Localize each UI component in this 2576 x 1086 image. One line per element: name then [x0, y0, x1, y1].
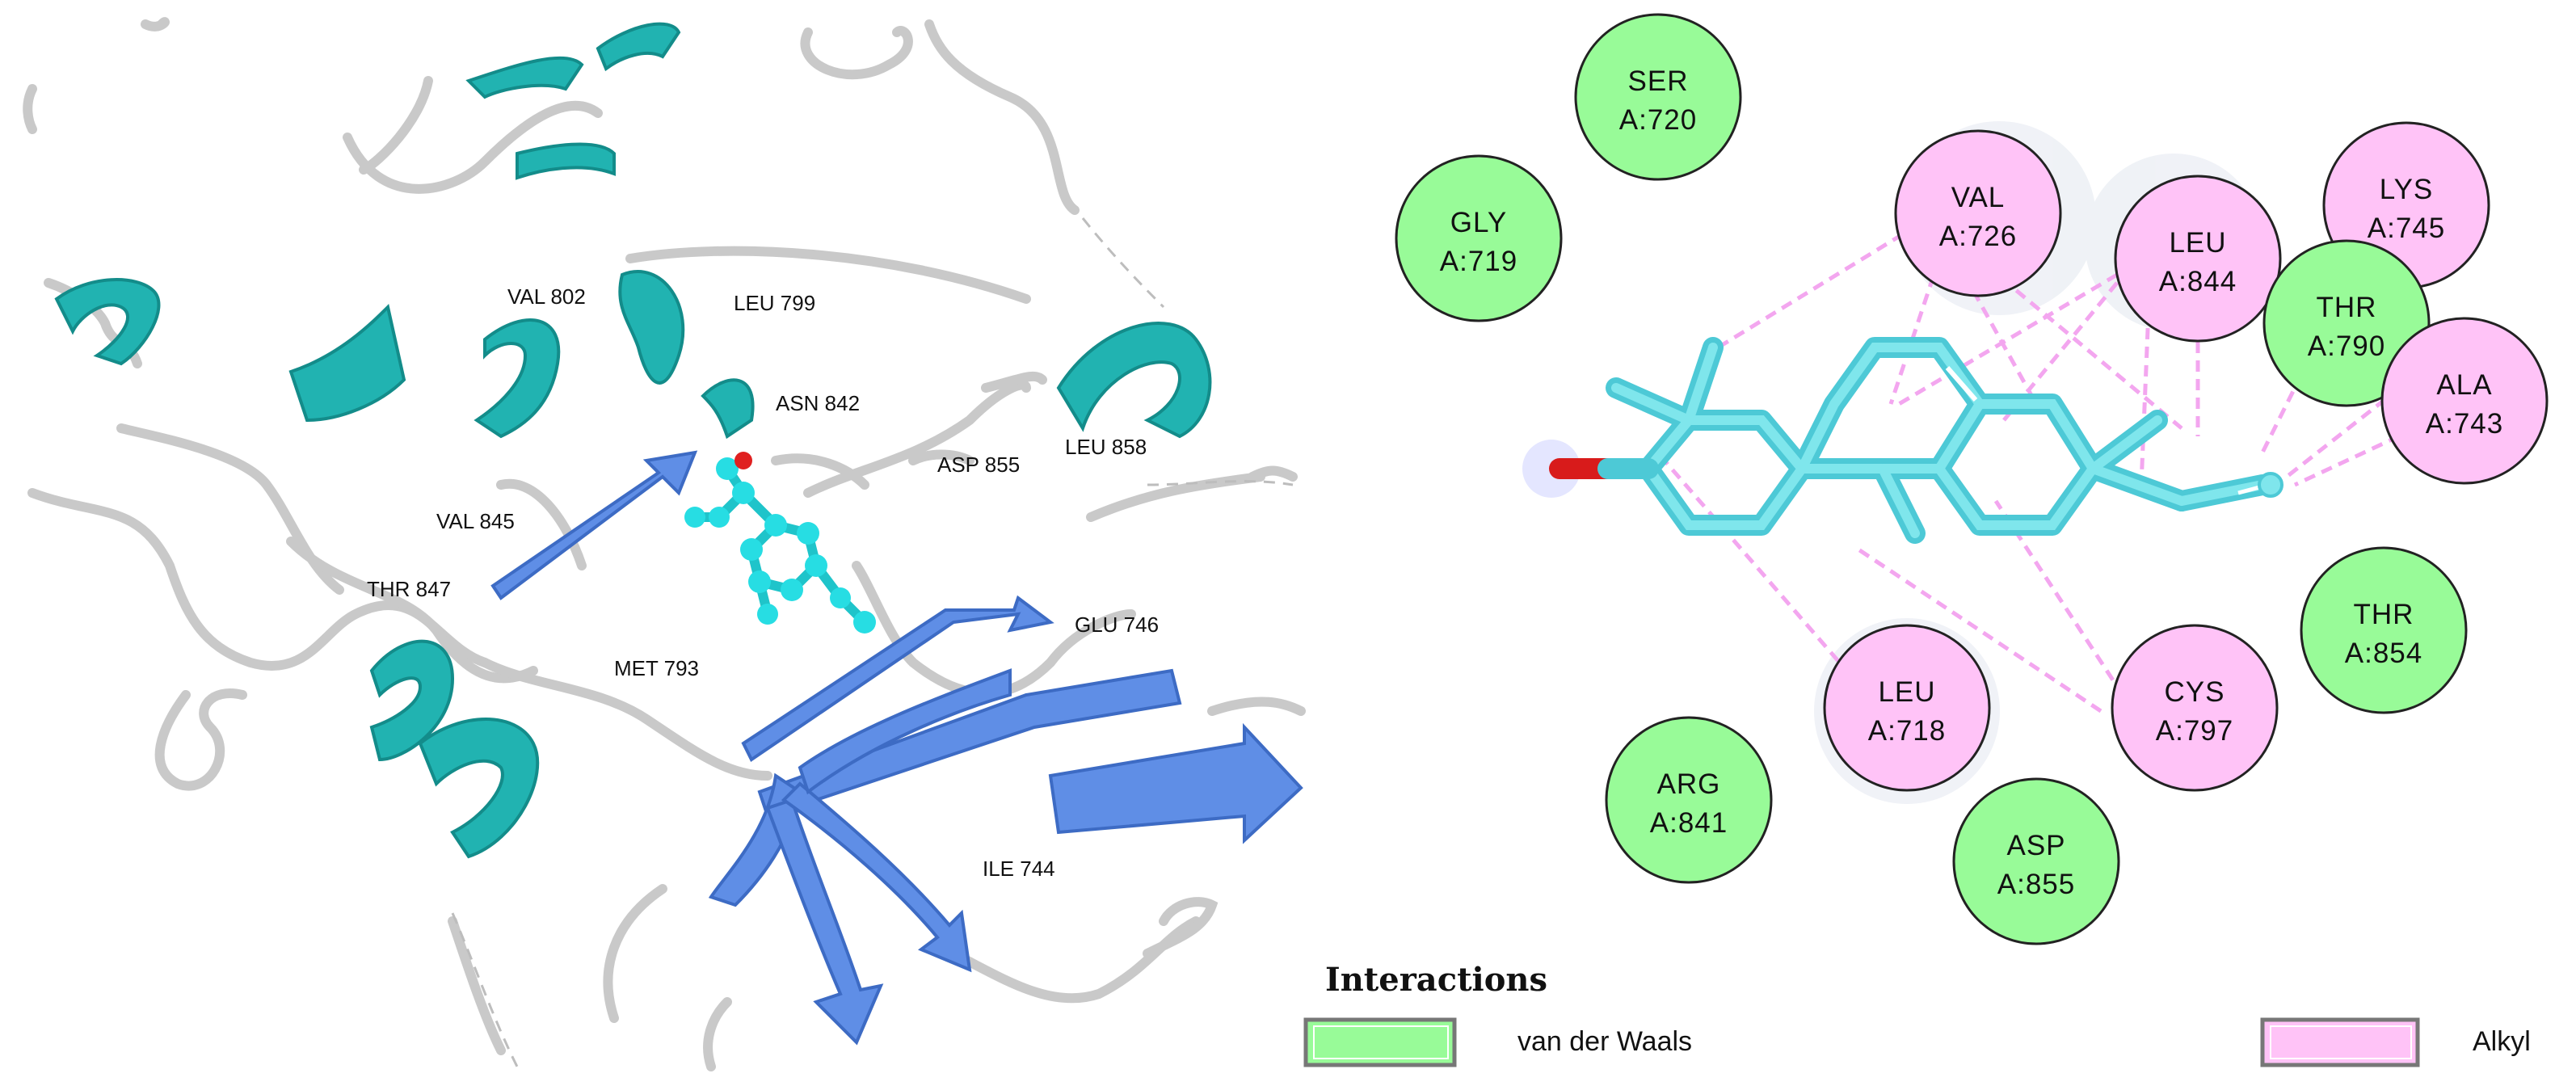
label-thr-847: THR 847 [367, 577, 451, 601]
svg-text:A:745: A:745 [2368, 213, 2445, 244]
residue-arg-841: ARG A:841 [1605, 716, 1773, 884]
interaction-map-2d: SER A:720 GLY A:719 VAL A:726 LEU A:844 … [1303, 13, 2549, 1067]
legend-title: Interactions [1325, 961, 1547, 999]
residue-discs: SER A:720 GLY A:719 VAL A:726 LEU A:844 … [1395, 13, 2549, 945]
svg-text:A:797: A:797 [2156, 715, 2233, 747]
interaction-legend: Interactions van der Waals Alkyl [1303, 961, 2531, 1067]
residue-thr-790: THR A:790 [2262, 239, 2431, 407]
label-met-793: MET 793 [614, 656, 699, 680]
svg-text:LEU: LEU [1878, 676, 1935, 708]
residue-ser-720: SER A:720 [1574, 13, 1742, 181]
svg-text:VAL: VAL [1951, 182, 2006, 213]
svg-text:ALA: ALA [2436, 369, 2492, 401]
label-asp-855: ASP 855 [937, 452, 1020, 477]
residue-cys-797: CYS A:797 [2111, 624, 2279, 792]
svg-text:SER: SER [1628, 65, 1689, 97]
ligand-2d [1522, 337, 2283, 544]
residue-val-726: VAL A:726 [1894, 129, 2062, 297]
legend-item-vdw: van der Waals [1303, 1017, 1692, 1067]
label-asn-842: ASN 842 [776, 391, 860, 415]
svg-text:A:841: A:841 [1650, 807, 1728, 839]
alkyl-interaction-lines [1663, 222, 2418, 713]
svg-text:A:854: A:854 [2345, 638, 2422, 669]
helix-ribbons [54, 22, 1212, 859]
svg-text:CYS: CYS [2165, 676, 2225, 708]
svg-text:A:855: A:855 [1997, 869, 2075, 900]
svg-text:LYS: LYS [2380, 174, 2434, 205]
residue-asp-855: ASP A:855 [1952, 777, 2120, 945]
legend-label-vdw: van der Waals [1517, 1026, 1692, 1057]
residue-leu-718: LEU A:718 [1823, 624, 1991, 792]
svg-text:A:844: A:844 [2159, 266, 2237, 297]
svg-text:A:726: A:726 [1939, 221, 2017, 252]
legend-label-alkyl: Alkyl [2473, 1026, 2531, 1057]
ligand-3d [684, 452, 876, 634]
label-leu-799: LEU 799 [734, 291, 815, 315]
label-glu-746: GLU 746 [1075, 612, 1159, 637]
chain-gaps [451, 217, 1294, 1067]
svg-text:ARG: ARG [1657, 768, 1721, 800]
label-val-845: VAL 845 [436, 509, 515, 533]
svg-text:A:718: A:718 [1868, 715, 1946, 747]
svg-text:ASP: ASP [2006, 830, 2065, 861]
svg-text:A:719: A:719 [1440, 246, 1517, 277]
residue-leu-844: LEU A:844 [2114, 175, 2282, 343]
protein-residue-labels: VAL 802 LEU 799 ASN 842 ASP 855 LEU 858 … [367, 284, 1159, 881]
svg-text:GLY: GLY [1450, 207, 1507, 238]
residue-gly-719: GLY A:719 [1395, 154, 1563, 322]
coil-loops [23, 17, 1306, 1071]
svg-text:THR: THR [2317, 292, 2377, 323]
svg-text:LEU: LEU [2169, 227, 2226, 259]
label-ile-744: ILE 744 [983, 857, 1055, 881]
sheet-arrows [490, 450, 1303, 1046]
label-leu-858: LEU 858 [1065, 435, 1147, 459]
svg-text:A:743: A:743 [2426, 408, 2503, 440]
svg-text:A:790: A:790 [2308, 330, 2385, 362]
residue-ala-743: ALA A:743 [2380, 317, 2549, 485]
svg-text:THR: THR [2354, 599, 2414, 630]
legend-item-alkyl: Alkyl [2260, 1017, 2531, 1067]
protein-3d-view: VAL 802 LEU 799 ASN 842 ASP 855 LEU 858 … [23, 17, 1306, 1071]
residue-thr-854: THR A:854 [2300, 546, 2468, 714]
label-val-802: VAL 802 [507, 284, 586, 309]
svg-text:A:720: A:720 [1619, 104, 1697, 136]
